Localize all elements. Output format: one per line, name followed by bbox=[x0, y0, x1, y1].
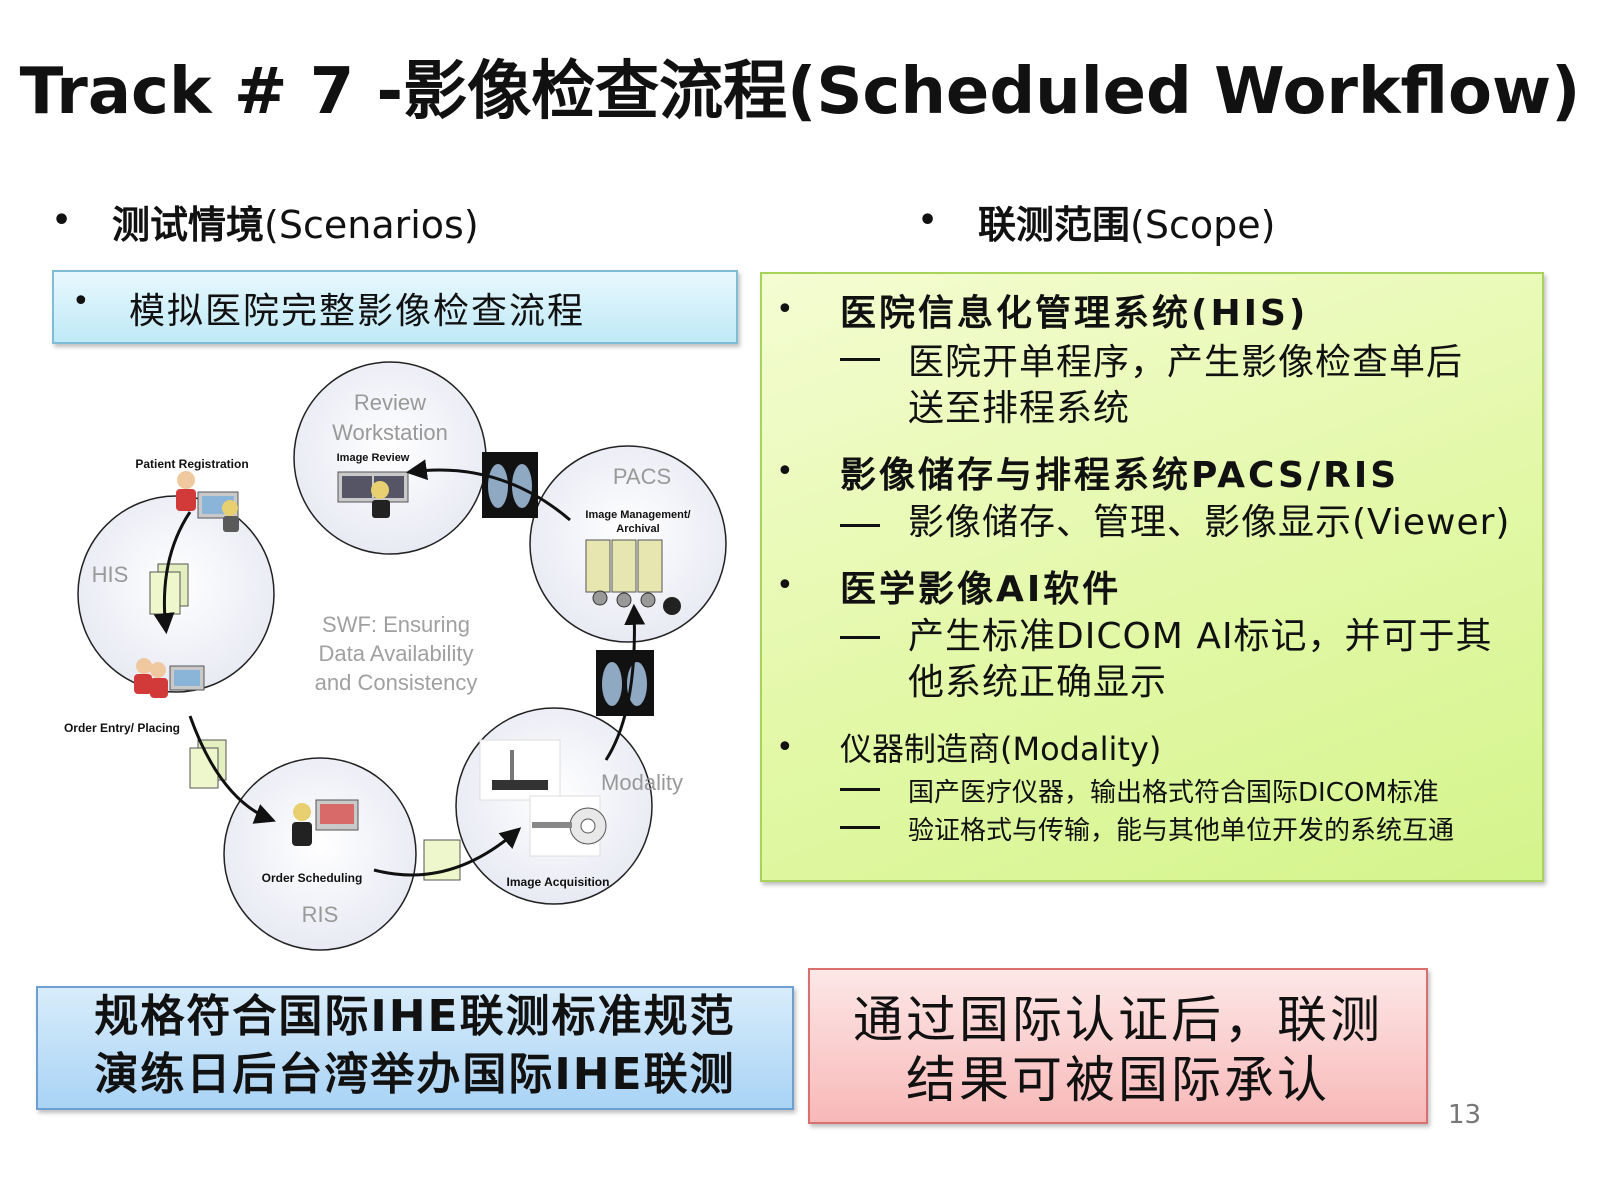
pacs-server-icon bbox=[585, 539, 681, 615]
registration-person-icon bbox=[176, 471, 239, 532]
center-label-1: SWF: Ensuring bbox=[322, 612, 470, 637]
image-acquisition-label: Image Acquisition bbox=[507, 875, 610, 889]
ihe-standard-line-1: 规格符合国际IHE联测标准规范 bbox=[94, 991, 736, 1042]
slide-title: Track # 7 -影像检查流程(Scheduled Workflow) bbox=[19, 55, 1581, 129]
scope-item-bullet: • bbox=[776, 568, 794, 603]
scope-bullet: • bbox=[918, 203, 938, 238]
scope-item-bullet: • bbox=[776, 730, 794, 765]
scenario-item-bullet: • bbox=[72, 284, 90, 319]
scope-item-ai-sub-2: 他系统正确显示 bbox=[908, 662, 1168, 703]
arrow-modality-to-pacs bbox=[604, 603, 646, 761]
scope-item-his-sub-1: 医院开单程序，产生影像检查单后 bbox=[908, 342, 1464, 383]
image-mgmt-label-2: Archival bbox=[616, 523, 659, 535]
scope-item-modality-dash-1 bbox=[840, 788, 880, 791]
image-mgmt-label-1: Image Management/ bbox=[585, 509, 690, 521]
scope-item-his-title: 医院信息化管理系统(HIS) bbox=[840, 293, 1309, 334]
scenarios-bullet: • bbox=[52, 203, 72, 238]
modality-equipment-icon bbox=[479, 739, 607, 857]
page-number: 13 bbox=[1448, 1100, 1482, 1130]
his-label: HIS bbox=[92, 562, 129, 587]
ris-label: RIS bbox=[302, 902, 339, 927]
scenarios-heading-en: (Scenarios) bbox=[264, 203, 479, 247]
ihe-standard-line-2: 演练日后台湾举办国际IHE联测 bbox=[94, 1049, 736, 1100]
scope-item-pacs-dash bbox=[840, 524, 880, 527]
scope-item-modality-sub-1: 国产医疗仪器，输出格式符合国际DICOM标准 bbox=[908, 778, 1439, 808]
scope-box: • 医院信息化管理系统(HIS) 医院开单程序，产生影像检查单后 送至排程系统 … bbox=[760, 272, 1544, 882]
order-entry-label: Order Entry/ Placing bbox=[64, 721, 180, 735]
arrow-pacs-to-review bbox=[405, 459, 571, 522]
review-label-2: Workstation bbox=[332, 420, 448, 445]
scope-item-ai-dash bbox=[840, 636, 880, 639]
scope-item-modality-title: 仪器制造商(Modality) bbox=[840, 730, 1162, 768]
scope-heading-cn: 联测范围 bbox=[978, 203, 1131, 247]
review-workstation-icon bbox=[337, 471, 409, 518]
image-review-label: Image Review bbox=[337, 452, 410, 464]
scope-heading-en: (Scope) bbox=[1130, 203, 1276, 247]
order-entry-person-icon bbox=[134, 658, 205, 698]
certification-line-1: 通过国际认证后，联测 bbox=[853, 991, 1383, 1049]
center-label-3: and Consistency bbox=[315, 670, 478, 695]
scheduling-person-icon bbox=[292, 799, 359, 846]
modality-label: Modality bbox=[601, 770, 683, 795]
arrow-ris-to-modality bbox=[373, 827, 522, 877]
scenarios-heading: 测试情境(Scenarios) bbox=[112, 194, 479, 249]
arrow-his-to-order bbox=[153, 511, 192, 635]
scope-item-modality-sub-2: 验证格式与传输，能与其他单位开发的系统互通 bbox=[908, 816, 1455, 846]
xray-image-icon bbox=[596, 650, 654, 716]
scope-item-ai-sub-1: 产生标准DICOM AI标记，并可于其 bbox=[908, 616, 1493, 657]
certification-line-2: 结果可被国际承认 bbox=[906, 1051, 1330, 1109]
xray-image-icon bbox=[482, 452, 538, 518]
scope-heading: 联测范围(Scope) bbox=[978, 194, 1275, 249]
arrow-order-to-ris bbox=[188, 715, 276, 824]
scenario-item: 模拟医院完整影像检查流程 bbox=[129, 291, 586, 332]
patient-registration-label: Patient Registration bbox=[135, 457, 248, 471]
order-scheduling-label: Order Scheduling bbox=[262, 871, 363, 885]
scenarios-heading-cn: 测试情境 bbox=[112, 203, 265, 247]
review-label-1: Review bbox=[354, 390, 426, 415]
scope-item-his-sub-2: 送至排程系统 bbox=[908, 388, 1131, 429]
scope-item-bullet: • bbox=[776, 454, 794, 489]
certification-box: 通过国际认证后，联测 结果可被国际承认 bbox=[808, 968, 1428, 1124]
his-document-icon bbox=[149, 563, 189, 615]
scope-item-pacs-sub-1: 影像储存、管理、影像显示(Viewer) bbox=[908, 502, 1511, 543]
pacs-label: PACS bbox=[613, 464, 671, 489]
scope-item-modality-dash-2 bbox=[840, 826, 880, 829]
order-document-icon bbox=[189, 739, 227, 789]
workflow-diagram: Review Workstation Image Review PACS Ima… bbox=[64, 361, 727, 951]
center-label-2: Data Availability bbox=[319, 641, 474, 666]
scope-item-bullet: • bbox=[776, 292, 794, 327]
scope-item-ai-title: 医学影像AI软件 bbox=[840, 569, 1122, 610]
scope-item-pacs-title: 影像储存与排程系统PACS/RIS bbox=[840, 455, 1400, 496]
scope-item-his-dash bbox=[840, 358, 880, 361]
scenario-box: • 模拟医院完整影像检查流程 bbox=[52, 270, 738, 344]
ihe-standard-box: 规格符合国际IHE联测标准规范 演练日后台湾举办国际IHE联测 bbox=[36, 986, 794, 1110]
